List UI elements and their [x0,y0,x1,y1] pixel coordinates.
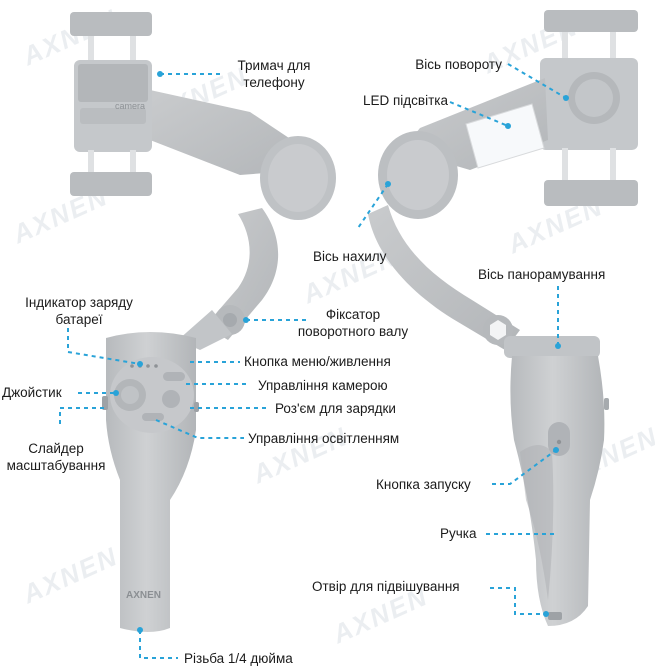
label-camera-control: Управління камерою [258,378,388,393]
trigger-dot [556,439,562,445]
leader-trigger [492,449,557,485]
battery-dot [130,364,134,368]
label-menu-power-button: Кнопка меню/живлення [244,354,391,369]
label-light-control: Управління освітленням [248,431,400,446]
leader-end [505,123,511,129]
phone-holder: camera [70,12,152,196]
leader-end [243,317,249,323]
leader-end [385,181,391,187]
label-pan-axis: Вісь панорамування [478,267,606,282]
leader-end [543,611,549,617]
leader-end [157,71,163,77]
leader-tilt [357,183,389,229]
label-charging-port: Роз'єм для зарядки [275,401,396,416]
camera-control-button [162,390,180,408]
leader-end [113,390,119,396]
leader-end [137,361,143,367]
leader-rotation-axis [507,63,567,99]
leader-zoom-slider [59,407,104,428]
leader-end [555,343,561,349]
label-handle: Ручка [440,526,477,541]
brand-logo: AXNEN [126,590,161,601]
label-trigger-button: Кнопка запуску [376,477,471,492]
led-light [465,103,545,169]
label-rotation-axis: Вісь повороту [415,57,502,72]
gimbal-front-view: camera [70,12,336,632]
label-tilt-axis: Вісь нахилу [313,249,387,264]
handle-back [510,356,605,626]
label-led-light: LED підсвітка [362,93,448,108]
leader-end [563,95,569,101]
zoom-slider [102,396,108,410]
gimbal-back-view [368,10,638,626]
leader-led [449,101,509,127]
light-control-button [142,413,164,421]
battery-dot [154,364,158,368]
trigger-button [548,422,570,456]
leader-lanyard [490,587,546,615]
menu-power-button [163,372,185,381]
leader-thread [139,630,178,659]
leader-lines [59,63,567,659]
handle-front: AXNEN [102,332,199,632]
battery-dot [146,364,150,368]
leader-end [137,627,143,633]
charging-port [194,402,199,412]
holder-print: camera [115,101,145,111]
label-thread: Різьба 1/4 дюйма [184,651,293,666]
label-lanyard-hole: Отвір для підвішування [312,579,460,594]
pan-arm [368,205,520,350]
leader-battery [67,328,141,365]
label-joystick: Джойстик [2,385,62,400]
lanyard-hole [548,612,562,620]
top-arm [150,90,305,175]
phone-holder-back [540,10,638,206]
leader-end [553,447,559,453]
